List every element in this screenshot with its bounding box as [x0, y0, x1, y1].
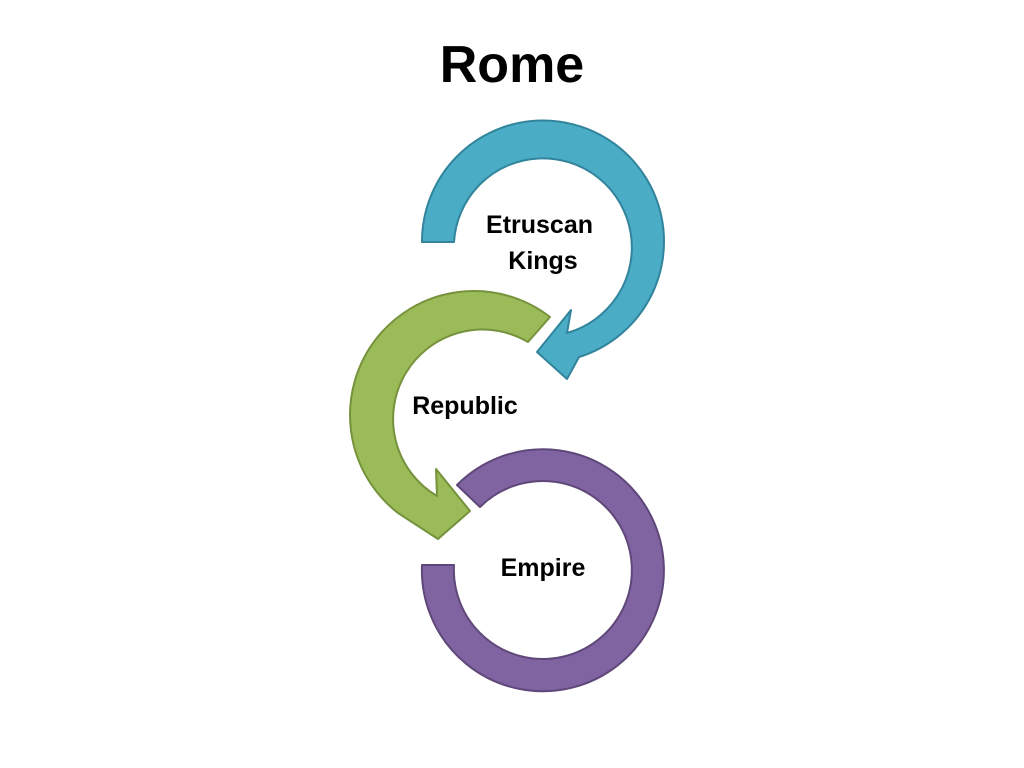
stage-etruscan-kings-arrow	[420, 119, 665, 380]
stage-empire-label-line1: Empire	[501, 554, 586, 582]
stage-etruscan-kings-label: Etruscan Kings	[486, 211, 600, 275]
stage-republic: Republic	[348, 289, 551, 540]
stage-etruscan-kings-label-line2: Kings	[508, 247, 577, 275]
stage-empire-label: Empire	[501, 554, 586, 582]
stage-empire: Empire	[420, 448, 665, 693]
stage-etruscan-kings: Etruscan Kings	[420, 119, 665, 380]
stage-empire-arrow	[420, 448, 665, 693]
stage-republic-arrow	[348, 289, 551, 540]
stage-republic-label: Republic	[412, 392, 518, 420]
stage-etruscan-kings-label-line1: Etruscan	[486, 211, 593, 239]
stage-republic-label-line1: Republic	[412, 392, 518, 420]
slide-title: Rome	[439, 36, 585, 94]
